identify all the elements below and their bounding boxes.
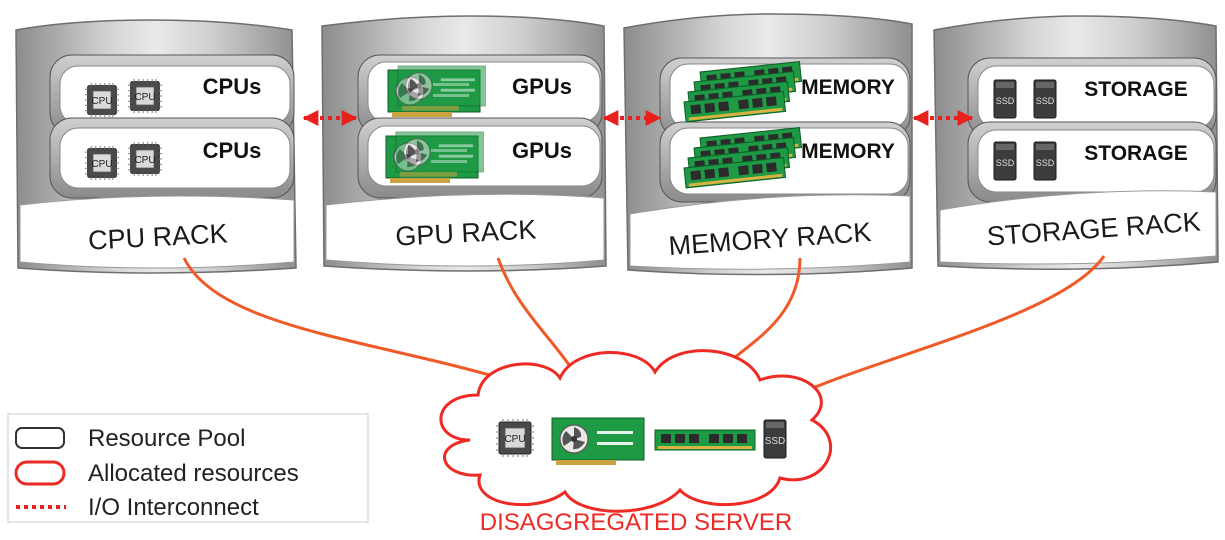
cpu-slot-label: CPUs xyxy=(203,138,262,163)
storage-chip-text: SSD xyxy=(996,96,1015,106)
storage-slot-label: STORAGE xyxy=(1084,78,1187,101)
server-gpu-card-icon xyxy=(551,417,645,466)
gpu-rack-label: GPU RACK xyxy=(395,214,537,251)
gpu-slot-label: GPUs xyxy=(512,138,572,163)
cpu-chip-text: CPU xyxy=(91,96,112,107)
disaggregated-server-label: DISAGGREGATED SERVER xyxy=(480,509,793,536)
cpu-chip-text: CPU xyxy=(134,155,155,166)
storage-rack xyxy=(933,15,1219,270)
storage-slot-label: STORAGE xyxy=(1084,142,1187,165)
legend-io-interconnect: I/O Interconnect xyxy=(88,494,259,521)
gpu-slot-label: GPUs xyxy=(512,74,572,99)
cpu-chip-text: CPU xyxy=(134,92,155,103)
resource-pool-swatch xyxy=(15,427,65,449)
storage-chip-text: SSD xyxy=(1036,96,1055,106)
server-ssd-text: SSD xyxy=(765,436,786,447)
server-cpu-text: CPU xyxy=(504,434,525,445)
storage-chip-text: SSD xyxy=(996,158,1015,168)
legend-resource-pool: Resource Pool xyxy=(88,425,245,452)
allocated-resources-swatch xyxy=(14,460,66,486)
memory-slot-label: MEMORY xyxy=(801,140,895,163)
storage-chip-text: SSD xyxy=(1036,158,1055,168)
cpu-slot-label: CPUs xyxy=(203,74,262,99)
legend xyxy=(7,413,369,523)
server-memory-module-icon xyxy=(654,429,756,451)
cpu-chip-text: CPU xyxy=(91,159,112,170)
cpu-rack-label: CPU RACK xyxy=(87,218,228,255)
legend-allocated-resources: Allocated resources xyxy=(88,460,299,487)
memory-slot-label: MEMORY xyxy=(801,76,895,99)
